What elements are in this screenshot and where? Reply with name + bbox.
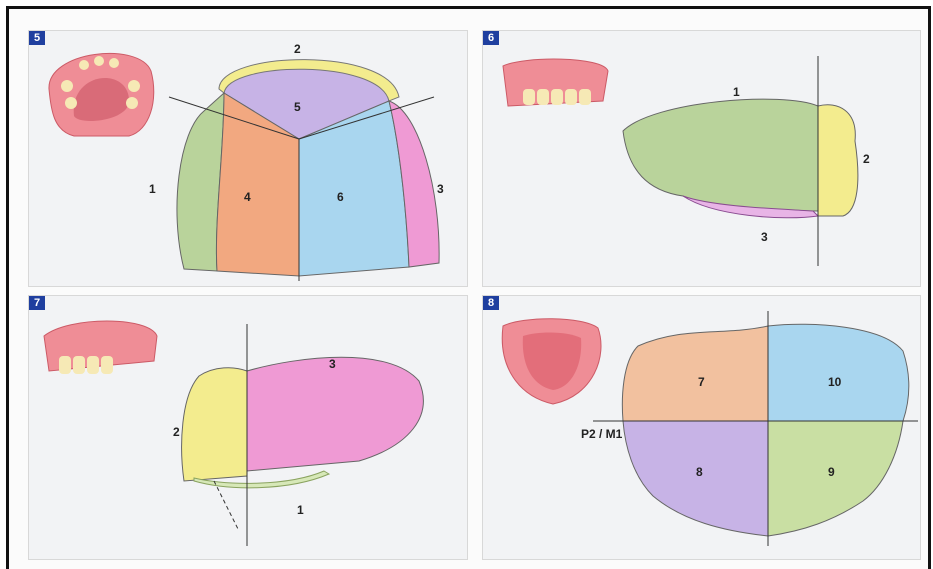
panel-8-label-7: 7	[698, 375, 705, 389]
panel-6-diagram: 1 2 3	[483, 31, 920, 286]
panel-5-label-6: 6	[337, 190, 344, 204]
panel-6-label-2: 2	[863, 152, 870, 166]
denture-thumbnail-icon	[503, 59, 608, 106]
panel-6-label-1: 1	[733, 85, 740, 99]
panel-7-diagram: 3 2 1	[29, 296, 467, 559]
panel-6-number: 6	[483, 31, 499, 45]
panel-8-number: 8	[483, 296, 499, 310]
panel-5-number: 5	[29, 31, 45, 45]
panel-6-label-3: 3	[761, 230, 768, 244]
panel-8-axis-label: P2 / M1	[581, 427, 623, 441]
panel-5-label-1: 1	[149, 182, 156, 196]
lower-denture-thumbnail-icon	[502, 319, 601, 404]
denture-thumbnail-icon	[44, 321, 157, 374]
panel-7-number: 7	[29, 296, 45, 310]
panel-5-label-3: 3	[437, 182, 444, 196]
denture-thumbnail-icon	[49, 53, 154, 136]
panel-8-label-9: 9	[828, 465, 835, 479]
panel-8-label-8: 8	[696, 465, 703, 479]
panel-7-label-1: 1	[297, 503, 304, 517]
panel-5-label-4: 4	[244, 190, 251, 204]
panel-5-label-2: 2	[294, 42, 301, 56]
panel-7-label-2: 2	[173, 425, 180, 439]
panel-8-diagram: 7 10 8 9 P2 / M1	[483, 296, 920, 559]
panel-8-label-10: 10	[828, 375, 842, 389]
panel-5-label-5: 5	[294, 100, 301, 114]
panel-7-label-3: 3	[329, 357, 336, 371]
panel-8-occlusal-view: 7 10 8 9 P2 / M1 8	[482, 295, 921, 560]
panel-7-lateral-view: 3 2 1 7	[28, 295, 468, 560]
panel-5-occlusal-view: 1 2 3 4 5 6 5	[28, 30, 468, 287]
panel-6-lateral-view: 1 2 3 6	[482, 30, 921, 287]
panel-5-diagram: 1 2 3 4 5 6	[29, 31, 467, 286]
